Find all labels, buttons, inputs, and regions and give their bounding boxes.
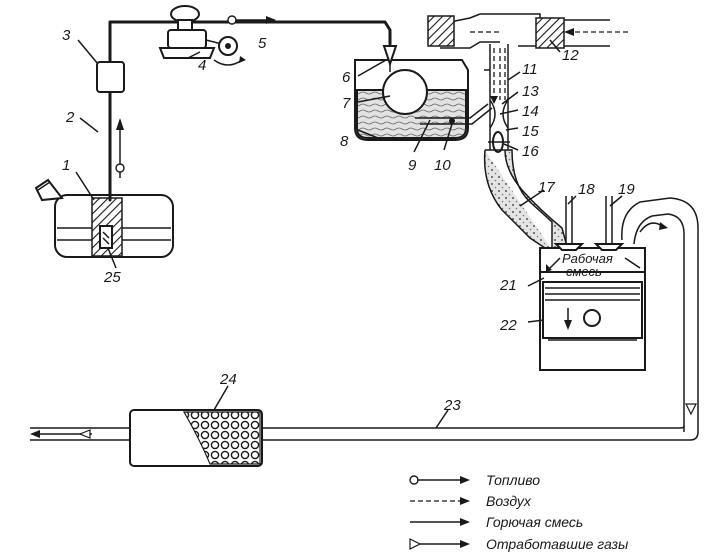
legend-fuel-symbol bbox=[410, 476, 470, 484]
part-number-22: 22 bbox=[499, 317, 517, 334]
part-number-5: 5 bbox=[258, 35, 267, 52]
air-intake bbox=[428, 14, 628, 48]
fuel-pump-eccentric bbox=[214, 37, 246, 65]
part-number-2: 2 bbox=[65, 109, 75, 126]
part-number-21: 21 bbox=[499, 277, 517, 294]
part-number-11: 11 bbox=[522, 61, 538, 78]
fuel-flow-marker bbox=[116, 118, 124, 178]
part-number-16: 16 bbox=[522, 143, 539, 160]
legend-exhaust-label: Отработавшие газы bbox=[486, 536, 629, 552]
part-number-24: 24 bbox=[219, 371, 237, 388]
legend-air-symbol bbox=[410, 497, 470, 505]
legend-fuel-label: Топливо bbox=[486, 472, 540, 488]
diffuser bbox=[490, 100, 508, 128]
part-number-18: 18 bbox=[578, 181, 595, 198]
fuel-tank bbox=[55, 195, 173, 257]
chamber-label-line2: смесь bbox=[566, 264, 602, 279]
part-number-25: 25 bbox=[103, 269, 121, 286]
part-number-17: 17 bbox=[538, 179, 555, 196]
part-number-3: 3 bbox=[62, 27, 71, 44]
fuel-pump bbox=[160, 6, 222, 58]
piston bbox=[543, 282, 642, 338]
part-number-12: 12 bbox=[562, 47, 579, 64]
part-number-8: 8 bbox=[340, 133, 349, 150]
muffler bbox=[130, 410, 262, 466]
legend: Топливо Воздух Горючая смесь Отработавши… bbox=[410, 472, 629, 552]
part-number-13: 13 bbox=[522, 83, 539, 100]
part-number-15: 15 bbox=[522, 123, 539, 140]
filler-neck bbox=[36, 180, 62, 200]
part-number-14: 14 bbox=[522, 103, 539, 120]
part-number-6: 6 bbox=[342, 69, 351, 86]
part-number-7: 7 bbox=[342, 95, 351, 112]
legend-exhaust-symbol bbox=[410, 539, 470, 549]
fuel-filter bbox=[97, 62, 124, 92]
part-number-1: 1 bbox=[62, 157, 70, 174]
float bbox=[383, 70, 427, 114]
legend-mixture-symbol bbox=[410, 518, 470, 526]
part-number-23: 23 bbox=[443, 397, 461, 414]
part-number-19: 19 bbox=[618, 181, 635, 198]
throttle-valve bbox=[488, 132, 510, 152]
part-number-9: 9 bbox=[408, 157, 417, 174]
part-number-4: 4 bbox=[198, 57, 206, 74]
legend-mixture-label: Горючая смесь bbox=[486, 514, 583, 530]
intake-manifold bbox=[485, 150, 568, 250]
legend-air-label: Воздух bbox=[486, 493, 532, 509]
part-number-10: 10 bbox=[434, 157, 451, 174]
exhaust-valve bbox=[596, 196, 622, 250]
